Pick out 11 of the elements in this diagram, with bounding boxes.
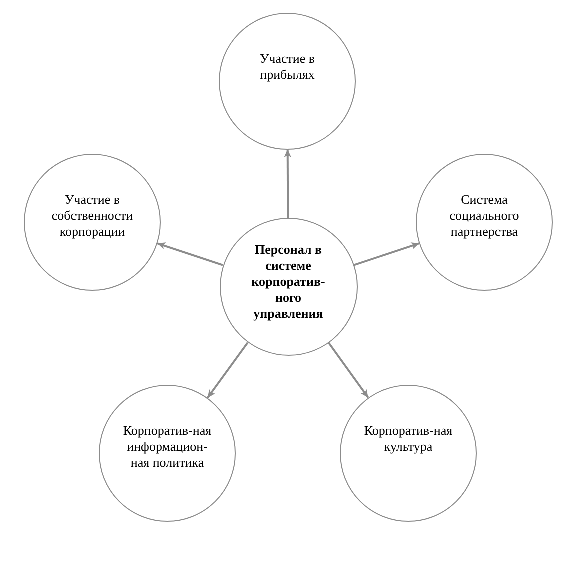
node-label: Корпоратив-ная культура — [363, 423, 454, 455]
node-label: Персонал в системе корпоратив-ного управления — [250, 242, 326, 322]
arrow — [284, 150, 292, 218]
node-label: Система социального партнерства — [448, 192, 520, 240]
node-label: Участие в собственности корпорации — [50, 192, 134, 240]
node-label: Корпоратив-ная информацион-ная политика — [122, 423, 213, 471]
arrow — [354, 242, 420, 266]
arrow — [206, 342, 249, 399]
arrow — [157, 242, 224, 266]
node-label: Участие в прибылях — [258, 50, 316, 82]
arrow — [328, 342, 370, 399]
